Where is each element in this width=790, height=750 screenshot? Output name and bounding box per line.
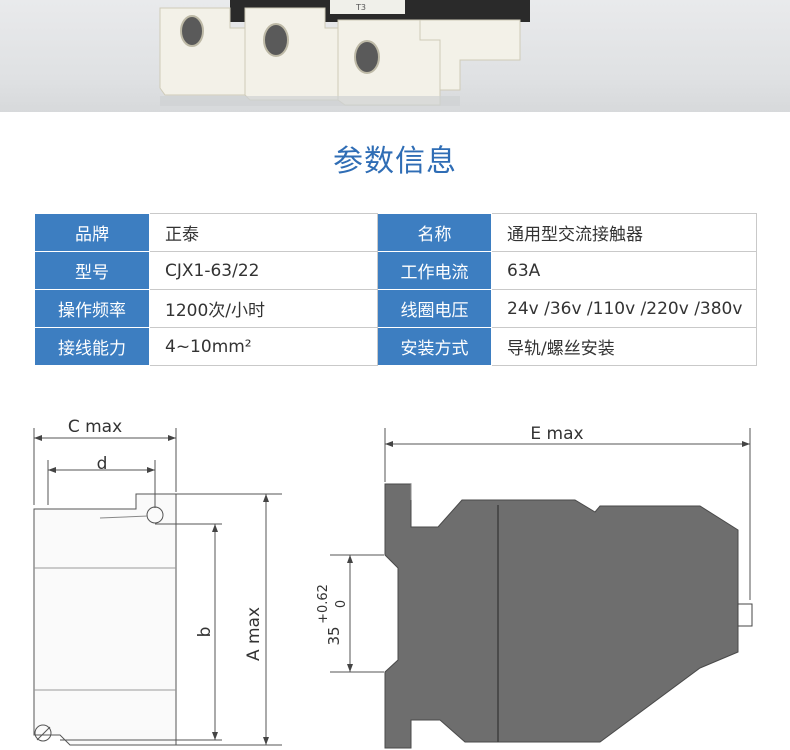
spec-value: 通用型交流接触器 — [491, 213, 757, 252]
dim-label-b: b — [195, 627, 215, 638]
dim-tolerance-upper: +0.62 — [316, 584, 331, 624]
spec-label: 操作频率 — [34, 289, 150, 328]
spec-value: 1200次/小时 — [149, 289, 378, 328]
spec-label: 线圈电压 — [377, 289, 492, 328]
terminal-marking: T3 — [355, 3, 366, 12]
contactor-terminals-image: T3 — [159, 0, 530, 106]
dim-tolerance-lower: 0 — [334, 600, 349, 608]
spec-row: 品牌正泰名称通用型交流接触器 — [34, 213, 757, 252]
spec-label: 工作电流 — [377, 251, 492, 290]
dimension-drawing: C max d b A max E max +0.62 0 35 — [33, 417, 753, 749]
dim-label-e-max: E max — [530, 424, 583, 444]
product-photo: T3 — [0, 0, 790, 112]
spec-value: 4~10mm² — [149, 327, 378, 366]
spec-value: 63A — [491, 251, 757, 290]
spec-value: 24v /36v /110v /220v /380v — [491, 289, 757, 328]
spec-value: CJX1-63/22 — [149, 251, 378, 290]
spec-value: 导轨/螺丝安装 — [491, 327, 757, 366]
dim-label-d: d — [97, 454, 108, 474]
spec-label: 名称 — [377, 213, 492, 252]
spec-value: 正泰 — [149, 213, 378, 252]
spec-label: 接线能力 — [34, 327, 150, 366]
contactor-side-profile — [384, 483, 739, 749]
section-title: 参数信息 — [333, 144, 457, 179]
spec-label: 安装方式 — [377, 327, 492, 366]
spec-label: 型号 — [34, 251, 150, 290]
dim-label-rail-35: 35 — [325, 626, 343, 645]
dim-label-c-max: C max — [68, 417, 122, 437]
dim-label-a-max: A max — [244, 607, 264, 661]
spec-label: 品牌 — [34, 213, 150, 252]
